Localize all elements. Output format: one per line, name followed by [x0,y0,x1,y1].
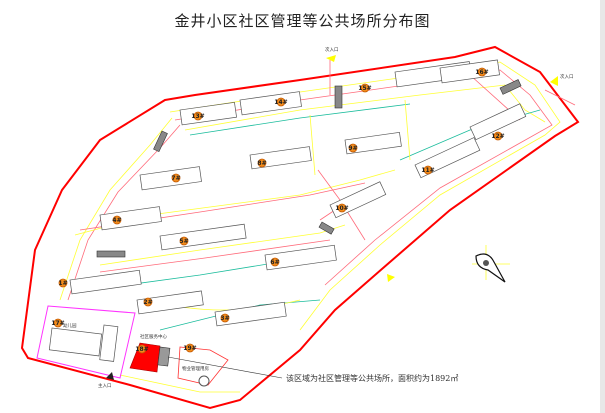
svg-text:4#: 4# [112,217,121,224]
svg-text:14#: 14# [274,99,287,106]
building-marker[interactable]: 8# [257,158,267,168]
svg-text:3#: 3# [220,315,229,322]
building-marker[interactable]: 10# [335,203,349,213]
svg-text:9#: 9# [348,145,357,152]
svg-text:1#: 1# [58,280,67,287]
svg-text:主入口: 主入口 [98,382,112,389]
svg-text:8#: 8# [257,160,266,167]
entrance-bottom[interactable]: 主入口 [98,372,114,389]
site-boundary [20,45,580,410]
svg-text:5#: 5# [179,238,188,245]
community-office [157,346,171,367]
building-marker[interactable]: 6# [270,257,280,267]
residential-buildings [69,59,527,327]
svg-text:18#: 18# [135,346,148,353]
road-network [59,60,576,393]
public-facility-area[interactable] [129,342,161,373]
building-marker[interactable]: 9# [348,143,358,153]
svg-text:6#: 6# [270,259,279,266]
building-marker[interactable]: 18# [135,344,149,354]
building-marker[interactable]: 3# [220,313,230,323]
entrance-right[interactable]: 次入口 [550,73,574,86]
svg-text:16#: 16# [475,69,488,76]
building-marker[interactable]: 11# [421,165,435,175]
building-marker[interactable]: 19# [183,343,197,353]
svg-text:13#: 13# [191,113,204,120]
svg-text:17#: 17# [51,320,64,327]
building-marker[interactable]: 12# [491,131,505,141]
svg-text:2#: 2# [143,299,152,306]
roundabout [198,375,210,387]
community-center-label: 社区服务中心 [140,333,167,340]
building-marker[interactable]: 5# [179,236,189,246]
entrance-top[interactable]: 次入口 [325,46,339,62]
building-marker[interactable]: 7# [171,173,181,183]
svg-text:次入口: 次入口 [325,46,339,53]
building-marker[interactable]: 2# [143,297,153,307]
svg-text:12#: 12# [491,133,504,140]
building-markers: 1# 2# 3# 4# 5# 6# 7# 8# 9# 10# 11# 12# 1… [51,67,505,354]
property-label: 物业管理用房 [182,365,209,372]
entrance-arrow-icon [387,274,395,282]
kindergarten-building: 幼儿园 [48,322,119,362]
svg-text:幼儿园: 幼儿园 [63,322,77,329]
service-blocks [96,79,522,258]
svg-text:10#: 10# [335,205,348,212]
svg-text:11#: 11# [421,167,434,174]
property-area [177,346,229,386]
building-marker[interactable]: 15# [358,83,372,93]
building-marker[interactable]: 4# [112,215,122,225]
building-marker[interactable]: 1# [58,278,68,288]
building-marker[interactable]: 13# [191,111,205,121]
north-arrow-icon [472,245,510,283]
building-marker[interactable]: 16# [475,67,489,77]
svg-text:15#: 15# [358,85,371,92]
area-annotation: 该区域为社区管理等公共场所，面积约为1892㎡ [286,373,458,383]
callout-line [167,356,283,379]
building-marker[interactable]: 17# [51,318,65,328]
map-title: 金井小区社区管理等公共场所分布图 [174,12,431,30]
building-marker[interactable]: 14# [274,97,288,107]
svg-text:次入口: 次入口 [560,73,574,80]
kindergarten-boundary [36,305,136,379]
svg-text:7#: 7# [171,175,180,182]
svg-text:19#: 19# [183,345,196,352]
